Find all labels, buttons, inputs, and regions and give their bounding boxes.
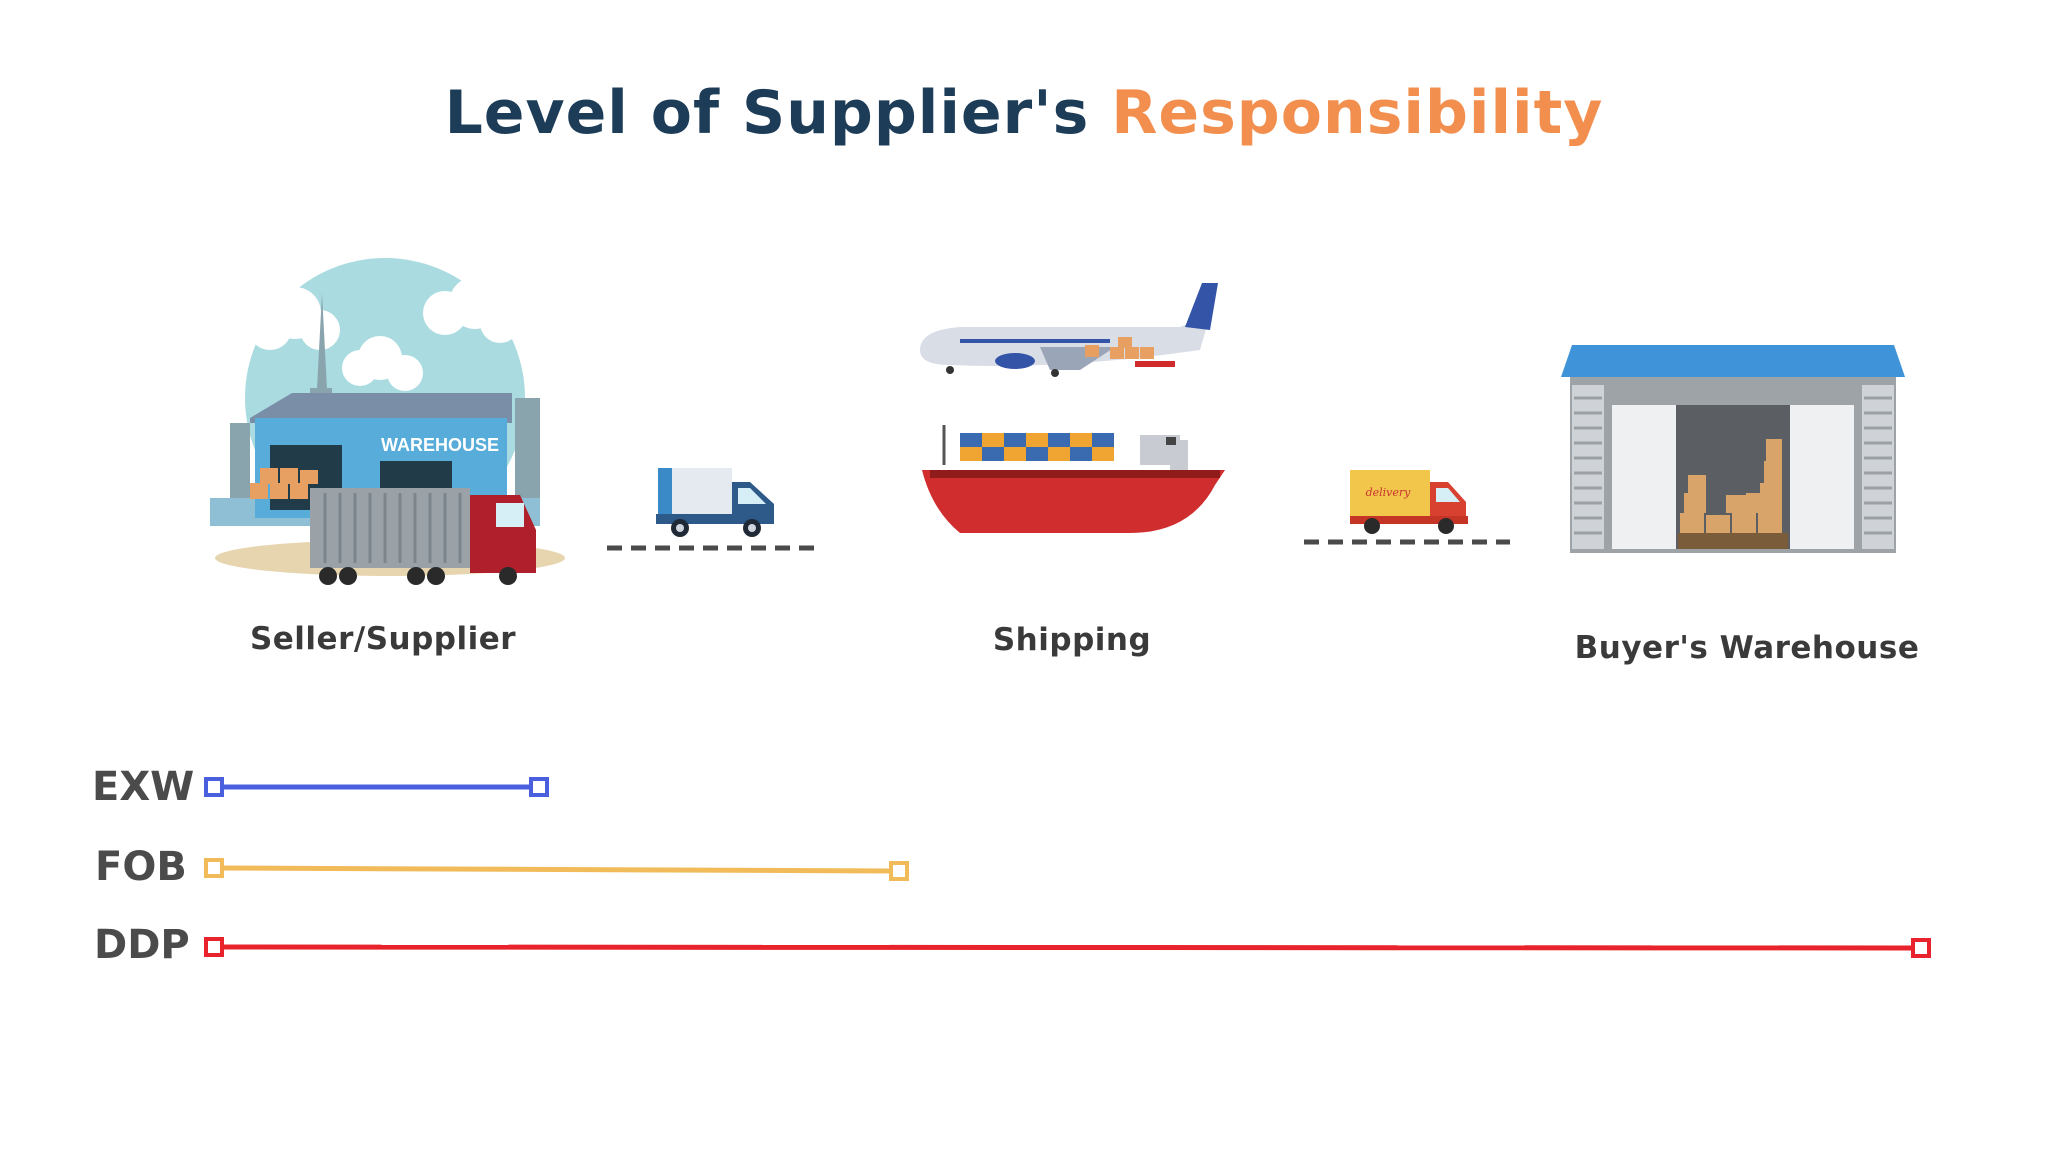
airplane-and-cargo-ship-icon (920, 283, 1225, 533)
stage-label-buyer: Buyer's Warehouse (1574, 630, 1920, 666)
cargo-ship-icon (922, 425, 1225, 533)
term-label-ddp: DDP (94, 922, 190, 968)
bar-ddp-start-marker (204, 937, 224, 957)
title-accent: Responsibility (1111, 78, 1604, 148)
bar-fob-end-marker (889, 861, 909, 881)
buyer-warehouse-icon (1561, 345, 1905, 553)
bar-fob-start-marker (204, 858, 224, 878)
bar-exw-start-marker (204, 777, 224, 797)
bar-fob (213, 865, 900, 874)
term-label-exw: EXW (92, 764, 195, 810)
delivery-van-icon (656, 468, 774, 537)
title-main: Level of Supplier's (444, 78, 1112, 148)
term-label-fob: FOB (95, 844, 187, 890)
bar-ddp (213, 944, 1922, 951)
bar-ddp-end-marker (1911, 938, 1931, 958)
page-title: Level of Supplier's Responsibility (0, 78, 2048, 148)
road-dash-left (607, 545, 818, 551)
airplane-icon (920, 283, 1218, 377)
warehouse-scene-icon: WAREHOUSE (210, 258, 565, 585)
stage-label-shipping: Shipping (992, 622, 1152, 658)
bar-exw-end-marker (529, 777, 549, 797)
warehouse-sign: WAREHOUSE (381, 435, 499, 455)
stage-label-seller: Seller/Supplier (249, 621, 517, 657)
truck-sign: delivery (1366, 486, 1412, 499)
road-dash-right (1304, 539, 1510, 545)
delivery-truck-icon: delivery (1350, 470, 1468, 534)
